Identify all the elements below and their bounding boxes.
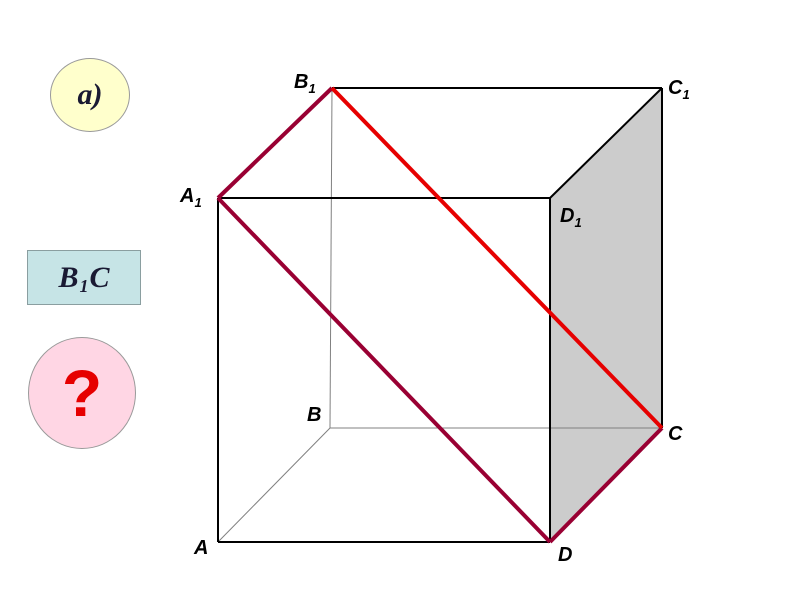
vertex-c1-sub: 1 <box>682 87 690 102</box>
edge-d1-c1 <box>549 87 663 199</box>
part-label: а) <box>77 78 103 111</box>
segment-d-c <box>548 426 664 544</box>
segment-a1-b1 <box>216 86 334 200</box>
vertex-b-letter: B <box>307 404 322 426</box>
vertex-label-a1: A1 <box>180 185 202 209</box>
vertex-label-a: A <box>194 538 208 558</box>
vertex-a1-letter: A <box>180 185 195 207</box>
vertex-c1-letter: C <box>668 77 683 99</box>
hidden-edge-ab <box>217 427 331 543</box>
vertex-a-letter: A <box>194 537 209 559</box>
vertex-c-letter: C <box>668 423 683 445</box>
segment-end: C <box>89 260 110 294</box>
part-label-badge: а) <box>50 58 130 132</box>
segment-b1-c <box>330 86 664 430</box>
vertex-d1-sub: 1 <box>574 215 582 230</box>
hidden-edge-bb1 <box>329 87 333 429</box>
segment-letter: B <box>58 260 79 294</box>
question-badge: ? <box>28 337 136 449</box>
vertex-b1-sub: 1 <box>308 81 316 96</box>
segment-subscript: 1 <box>79 276 89 296</box>
vertex-label-c: C <box>668 424 682 444</box>
vertex-label-d1: D1 <box>560 205 582 229</box>
vertex-label-c1: C1 <box>668 77 690 101</box>
segment-a1-d <box>216 196 552 544</box>
vertex-b1-letter: B <box>294 71 309 93</box>
vertex-a1-sub: 1 <box>194 195 202 210</box>
vertex-d1-letter: D <box>560 205 575 227</box>
vertex-label-d: D <box>558 545 572 565</box>
vertex-label-b1: B1 <box>294 71 316 95</box>
question-mark: ? <box>61 356 103 430</box>
vertex-label-b: B <box>307 405 321 425</box>
shaded-face-dd1c1c <box>550 88 662 542</box>
vertex-d-letter: D <box>558 544 573 566</box>
